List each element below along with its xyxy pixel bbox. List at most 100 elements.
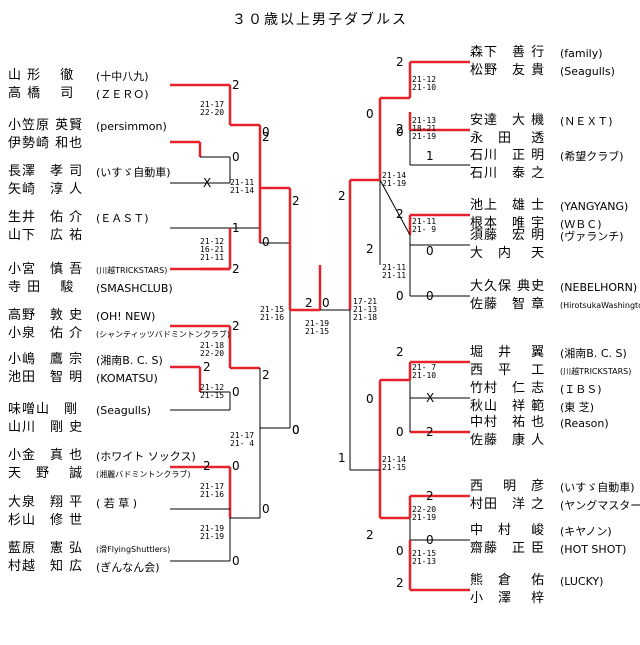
club-name: (ヴァランチ) [560, 230, 624, 243]
player-name: 森下 善 行 [470, 45, 546, 60]
result-mark: 2 [426, 425, 434, 439]
club-name: (NEBELHORN) [560, 281, 638, 294]
result-mark: 0 [396, 289, 404, 303]
match-score: 21- 7 21-10 [412, 363, 437, 380]
result-mark: 2 [366, 242, 374, 256]
result-mark: 0 [396, 425, 404, 439]
match-score: 21-19 21-19 [200, 524, 225, 541]
player-name: 高野 敦 史 [8, 308, 84, 323]
club-name: (東 芝) [560, 401, 595, 414]
match-score: 21-11 21-14 [230, 178, 255, 195]
match-score: 21-11 21- 9 [412, 217, 437, 234]
club-name: (OH! NEW) [96, 310, 156, 323]
result-mark: 0 [396, 544, 404, 558]
player-name: 須藤 宏 明 [470, 228, 546, 243]
result-mark: 2 [426, 489, 434, 503]
player-name: 西 明 彦 [470, 479, 546, 494]
club-name: (family) [560, 47, 603, 60]
result-mark: 0 [292, 423, 300, 437]
club-name: (ＥＡＳＴ) [96, 212, 149, 225]
player-name: 伊勢崎 和也 [8, 136, 84, 151]
player-name: 矢崎 淳 人 [8, 182, 84, 197]
result-mark: 2 [232, 78, 240, 92]
player-name: 池上 雄 士 [470, 198, 546, 213]
result-mark: 1 [426, 149, 434, 163]
match-score: 17-21 21-13 21-18 [353, 297, 378, 322]
player-name: 大久保 典史 [470, 279, 546, 294]
player-name: 秋山 祥 範 [470, 399, 546, 414]
result-mark: 0 [262, 235, 270, 249]
player-name: 生井 佑 介 [8, 210, 84, 225]
result-mark: 0 [366, 392, 374, 406]
result-mark: 0 [322, 296, 330, 310]
result-mark: 0 [426, 244, 434, 258]
player-name: 中村 祐 也 [470, 415, 546, 430]
club-name: (SMASHCLUB) [96, 282, 173, 295]
result-mark: 2 [262, 130, 270, 144]
player-name: 村田 洋 之 [470, 497, 546, 512]
match-score: 21-14 21-15 [382, 455, 407, 472]
club-name: (いすゞ自動車) [560, 481, 635, 494]
result-mark: 0 [396, 125, 404, 139]
result-mark: 0 [426, 533, 434, 547]
result-mark: 0 [232, 150, 240, 164]
club-name: (ＺＥＲＯ) [96, 88, 149, 101]
player-name: 永 田 透 [470, 131, 546, 146]
match-score: 21-18 22-20 [200, 341, 225, 358]
club-name: (いすゞ自動車) [96, 166, 171, 179]
player-name: 熊 倉 佑 [470, 573, 546, 588]
result-mark: X [426, 391, 435, 405]
club-name: (YANGYANG) [560, 200, 629, 213]
match-score: 21-17 21- 4 [230, 431, 255, 448]
club-name: (川越TRICKSTARS) [96, 266, 168, 275]
match-score: 21-13 18-21 21-19 [412, 116, 437, 141]
page-title: ３０歳以上男子ダブルス [232, 12, 408, 28]
club-name: (湘麗バドミントンクラブ) [96, 470, 191, 479]
player-name: 中 村 峻 [470, 523, 546, 538]
club-name: (ホワイト ソックス) [96, 450, 196, 463]
club-name: (LUCKY) [560, 575, 604, 588]
player-name: 根本 唯 宇 [470, 216, 546, 231]
result-mark: 2 [338, 189, 346, 203]
club-name: (Reason) [560, 417, 609, 430]
club-name: (Seagulls) [560, 65, 615, 78]
result-mark: 2 [203, 459, 211, 473]
club-name: (シャンティッツバドミントンクラブ) [96, 330, 231, 339]
result-mark: 0 [232, 554, 240, 568]
result-mark: 2 [396, 576, 404, 590]
club-name: (十中八九) [96, 70, 149, 83]
club-name: (ＷＢＣ) [560, 218, 602, 231]
player-name: 齋藤 正 臣 [470, 541, 546, 556]
player-name: 高 橋 司 [8, 86, 75, 101]
player-name: 竹村 仁 志 [470, 381, 546, 396]
player-name: 小宮 慎 吾 [8, 262, 84, 277]
club-name: (川越TRICKSTARS) [560, 367, 632, 376]
result-mark: 2 [396, 345, 404, 359]
player-name: 寺 田 駿 [8, 280, 75, 295]
club-name: (ヤングマスターズ) [560, 499, 640, 512]
club-name: (希望クラブ) [560, 150, 624, 163]
player-name: 佐藤 康 人 [470, 433, 546, 448]
match-score: 21-15 21-13 [412, 549, 437, 566]
result-mark: 2 [305, 296, 313, 310]
result-mark: 2 [232, 262, 240, 276]
result-mark: 1 [338, 451, 346, 465]
player-name: 小笠原 英賢 [8, 118, 84, 133]
bracket-line [379, 179, 411, 236]
player-name: 大 内 天 [470, 246, 546, 261]
result-mark: 0 [232, 385, 240, 399]
result-mark: 1 [232, 221, 240, 235]
match-score: 22-20 21-19 [412, 505, 437, 522]
match-score: 21-17 22-20 [200, 100, 225, 117]
result-mark: 2 [292, 194, 300, 208]
match-score: 21-17 21-16 [200, 482, 225, 499]
player-name: 山 形 徹 [8, 68, 75, 83]
club-name: (persimmon) [96, 120, 167, 133]
club-name: (HirotsukaWashington) [560, 301, 640, 310]
player-name: 小金 真 也 [8, 448, 84, 463]
club-name: (滑FlyingShuttlers) [96, 545, 171, 554]
result-mark: 2 [203, 360, 211, 374]
player-name: 石川 泰 之 [470, 166, 546, 181]
player-name: 安達 大 機 [470, 113, 546, 128]
result-mark: 2 [366, 528, 374, 542]
